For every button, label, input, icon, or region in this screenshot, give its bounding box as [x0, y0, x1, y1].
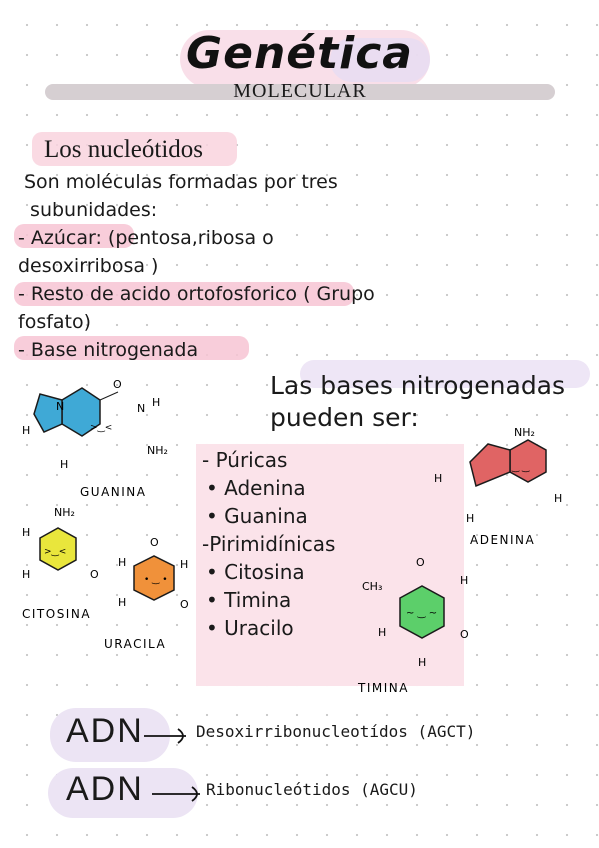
uracila-molecule: • ‿ • O H O H H [118, 536, 189, 611]
guanina-bond [99, 391, 119, 401]
adn-highlight-2 [48, 768, 198, 818]
adn-description-1: Desoxirribonucleotídos (AGCT) [196, 722, 476, 741]
arrow-icon [144, 728, 186, 744]
timina-atom-h2: H [378, 626, 386, 639]
timina-atom-ch3: CH₃ [362, 580, 382, 593]
nucleotido-item-azucar: - Azúcar: (pentosa,ribosa o desoxirribos… [18, 227, 274, 277]
guanina-face: >‿< [90, 423, 112, 433]
uracila-face: • ‿ • [144, 575, 168, 585]
adenina-molecule: ‿ ‿ NH₂ H H H [434, 426, 562, 525]
uracila-atom-h3: H [118, 596, 126, 609]
adenina-ring-pent [469, 443, 511, 488]
adn-highlight-1 [50, 708, 170, 762]
adenina-atom-h2: H [554, 492, 562, 505]
guanina-atom-h2: H [22, 424, 30, 437]
guanina-atom-h: H [152, 396, 160, 409]
timina-atom-o: O [416, 556, 425, 569]
guanina-atom-n2: N [56, 400, 64, 413]
section-heading-bases: Las bases nitrogenadas pueden ser: [270, 371, 566, 432]
uracila-atom-h: H [180, 558, 188, 571]
citosina-atom-o: O [90, 568, 99, 581]
list-item-guanina: • Guanina [206, 504, 308, 528]
guanina-atom-h3: H [60, 458, 68, 471]
item-highlight-resto [14, 282, 354, 306]
guanina-molecule: >‿< O N H NH₂ H H N [22, 378, 168, 471]
citosina-atom-h2: H [22, 568, 30, 581]
guanina-ring-pent [33, 393, 63, 433]
item-highlight-base [14, 336, 249, 360]
guanina-atom-o: O [113, 378, 122, 391]
uracila-label: URACILA [104, 637, 166, 651]
timina-atom-h3: H [418, 656, 426, 669]
citosina-ring-hex [39, 527, 77, 571]
citosina-atom-h: H [22, 526, 30, 539]
timina-label: TIMINA [357, 681, 409, 695]
timina-ring-hex [399, 585, 445, 639]
molecules-illustration: >‿< O N H NH₂ H H N GUANINA ‿ ‿ NH₂ H H … [22, 378, 562, 695]
guanina-atom-n: N [137, 402, 145, 415]
list-item-pirimidinicas: -Pirimidínicas [202, 532, 336, 556]
page-subtitle: MOLECULAR [233, 80, 367, 102]
page-title: Genética [185, 28, 413, 79]
nucleotido-item-resto: - Resto de acido ortofosforico ( Grupo f… [18, 283, 375, 333]
timina-atom-o2: O [460, 628, 469, 641]
guanina-atom-nh2: NH₂ [147, 444, 168, 457]
adenina-atom-h3: H [466, 512, 474, 525]
uracila-atom-o2: O [180, 598, 189, 611]
adenina-ring-hex [509, 439, 547, 483]
citosina-atom-nh2: NH₂ [54, 506, 75, 519]
bases-list-box [196, 444, 464, 686]
citosina-molecule: >‿< NH₂ H H O [22, 506, 99, 581]
timina-atom-h: H [460, 574, 468, 587]
bases-title-highlight [300, 360, 590, 388]
section-heading-nucleotidos: Los nucleótidos [44, 136, 204, 163]
heading-highlight [32, 132, 237, 166]
list-item-timina: • Timina [206, 588, 292, 612]
nucleotido-item-base: - Base nitrogenada [18, 339, 199, 361]
list-item-uracilo: • Uracilo [206, 616, 294, 640]
citosina-label: CITOSINA [22, 607, 91, 621]
item-highlight-azucar [14, 224, 134, 248]
nucleotidos-intro: Son moléculas formadas por tres subunida… [24, 171, 338, 221]
uracila-atom-o: O [150, 536, 159, 549]
guanina-label: GUANINA [80, 485, 147, 499]
adenina-face: ‿ ‿ [511, 463, 530, 473]
bases-list: - Púricas • Adenina • Guanina -Pirimidín… [202, 446, 335, 642]
timina-face: ~ ‿ ~ [406, 608, 437, 619]
adn-acronym-1: ADN [66, 712, 144, 750]
adn-acronym-2: ADN [66, 770, 144, 808]
citosina-face: >‿< [44, 547, 66, 557]
uracila-ring-hex [133, 555, 175, 601]
subtitle-bar [45, 84, 555, 100]
adenina-atom-nh2: NH₂ [514, 426, 535, 439]
list-item-citosina: • Citosina [206, 560, 305, 584]
title-highlight-secondary [330, 38, 430, 82]
arrow-icon [152, 786, 200, 802]
adenina-label: ADENINA [470, 533, 535, 547]
timina-molecule: ~ ‿ ~ O CH₃ H O H H [362, 556, 469, 669]
adn-description-2: Ribonucleótidos (AGCU) [206, 780, 418, 799]
list-item-puricas: - Púricas [202, 448, 288, 472]
adenina-atom-h: H [434, 472, 442, 485]
uracila-atom-h2: H [118, 556, 126, 569]
list-item-adenina: • Adenina [206, 476, 306, 500]
